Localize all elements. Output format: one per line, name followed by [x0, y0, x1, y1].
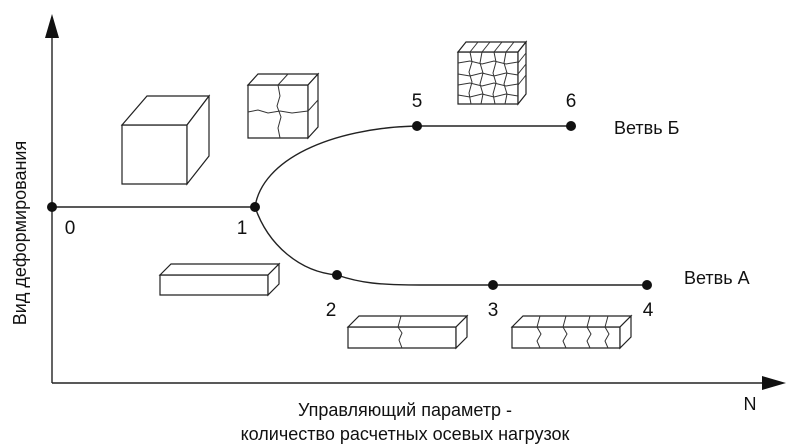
intact-cube-icon: [120, 94, 211, 186]
intact-plate-icon: [158, 262, 281, 297]
point-0: [47, 202, 57, 212]
branch-b-label: Ветвь Б: [614, 118, 679, 138]
x-axis-label-line1: Управляющий параметр -: [298, 400, 512, 420]
point-1: [250, 202, 260, 212]
point-label-2: 2: [326, 300, 337, 321]
point-label-1: 1: [237, 218, 248, 239]
point-label-3: 3: [488, 300, 499, 321]
branch-a-label: Ветвь А: [684, 268, 750, 288]
cracked-plate-icon: [346, 314, 469, 350]
cracked-cube-icon: [246, 72, 320, 140]
x-axis-symbol: N: [744, 394, 757, 414]
point-label-6: 6: [566, 91, 577, 112]
point-label-0: 0: [65, 218, 76, 239]
point-5: [412, 121, 422, 131]
point-3: [488, 280, 498, 290]
x-axis-label-line2: количество расчетных осевых нагрузок: [241, 424, 570, 444]
paths: [52, 125, 647, 286]
fragmented-cube-icon: [456, 40, 528, 106]
branch-b-curve: [254, 125, 418, 208]
points: [47, 121, 652, 290]
y-axis-label: Вид деформирования: [10, 141, 30, 325]
multi-cracked-plate-icon: [510, 314, 633, 350]
point-4: [642, 280, 652, 290]
x-axis-arrow: [762, 376, 786, 390]
y-axis-arrow: [45, 14, 59, 38]
point-label-5: 5: [412, 91, 423, 112]
point-2: [332, 270, 342, 280]
point-label-4: 4: [643, 300, 654, 321]
point-6: [566, 121, 576, 131]
